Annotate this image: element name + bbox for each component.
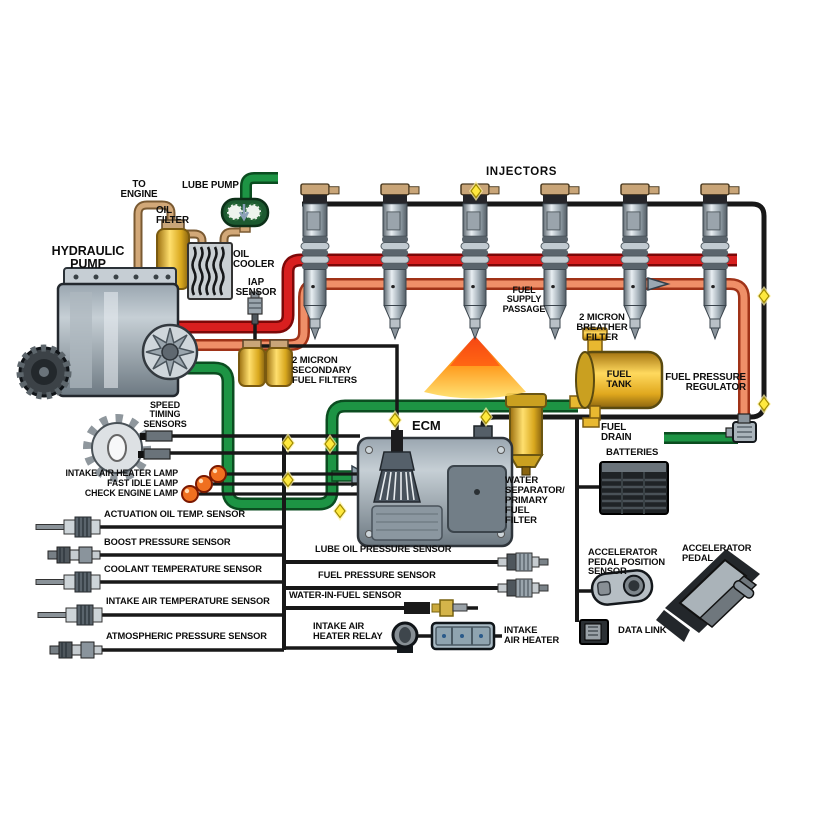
oil-cooler xyxy=(187,242,233,300)
spray-core xyxy=(450,336,500,366)
atmospheric-pressure-sensor-icon xyxy=(49,641,103,659)
label-fuel-pressure-sensor: FUEL PRESSURE SENSOR xyxy=(318,570,436,580)
batteries xyxy=(599,461,669,515)
label-actuation-oil-temp-sensor: ACTUATION OIL TEMP. SENSOR xyxy=(104,509,245,519)
accelerator-pedal xyxy=(656,549,760,642)
label-intake-air-temperature-sensor: INTAKE AIR TEMPERATURE SENSOR xyxy=(106,596,270,606)
label-coolant-temperature-sensor: COOLANT TEMPERATURE SENSOR xyxy=(104,564,262,574)
intake-air-heater-lamp-icon xyxy=(209,465,227,483)
hydraulic-pump xyxy=(16,267,199,400)
label-lube-oil-pressure-sensor: LUBE OIL PRESSURE SENSOR xyxy=(315,544,452,554)
high-pressure-oil-pipes xyxy=(150,253,737,334)
fast-idle-lamp-icon xyxy=(195,475,213,493)
water-separator xyxy=(505,393,547,476)
label-ecm: ECM xyxy=(412,418,441,433)
check-engine-lamp-icon xyxy=(181,485,199,503)
speed-timing-sensor-plugs xyxy=(138,430,173,460)
accelerator-pedal-position-sensor xyxy=(590,569,654,606)
label-fast-idle-lamp: FAST IDLE LAMP xyxy=(107,478,178,488)
lube-oil-pressure-sensor-icon xyxy=(497,552,549,572)
actuation-oil-temp-sensor-icon xyxy=(35,516,101,538)
intake-air-temperature-sensor-icon xyxy=(37,604,103,626)
water-in-fuel-sensor-icon xyxy=(404,599,468,617)
fuel-spray-cone xyxy=(424,336,526,399)
speed-timing-gear xyxy=(83,414,151,482)
lube-pump xyxy=(220,197,270,228)
label-lube-pump: LUBE PUMP xyxy=(182,180,239,191)
fuel-pressure-regulator xyxy=(725,413,757,443)
label-data-link: DATA LINK xyxy=(618,625,667,636)
label-atmospheric-pressure-sensor: ATMOSPHERIC PRESSURE SENSOR xyxy=(106,631,267,641)
coolant-temperature-sensor-icon xyxy=(35,571,101,593)
flow-arrow-icon xyxy=(647,276,671,292)
breather-filter xyxy=(582,327,608,341)
label-water-in-fuel-sensor: WATER-IN-FUEL SENSOR xyxy=(289,590,402,600)
fuel-return-pipes xyxy=(180,172,738,511)
label-batteries: BATTERIES xyxy=(606,447,659,458)
label-injectors: INJECTORS xyxy=(486,166,558,178)
data-link-connector xyxy=(579,619,609,645)
intake-air-heater xyxy=(430,621,496,651)
label-intake-air-heater-lamp: INTAKE AIR HEATER LAMP xyxy=(65,468,179,478)
fuel-pressure-sensor-icon xyxy=(497,578,549,598)
iap-sensor xyxy=(247,291,263,325)
intake-air-heater-relay xyxy=(391,621,419,653)
ecm xyxy=(356,425,514,548)
warning-lamps xyxy=(181,465,227,503)
secondary-fuel-filters xyxy=(238,339,293,387)
ecm-connector-cable xyxy=(391,430,403,454)
label-boost-pressure-sensor: BOOST PRESSURE SENSOR xyxy=(104,537,231,547)
fuel-tank xyxy=(569,327,664,428)
boost-pressure-sensor-icon xyxy=(47,546,101,564)
label-check-engine-lamp: CHECK ENGINE LAMP xyxy=(84,487,178,498)
